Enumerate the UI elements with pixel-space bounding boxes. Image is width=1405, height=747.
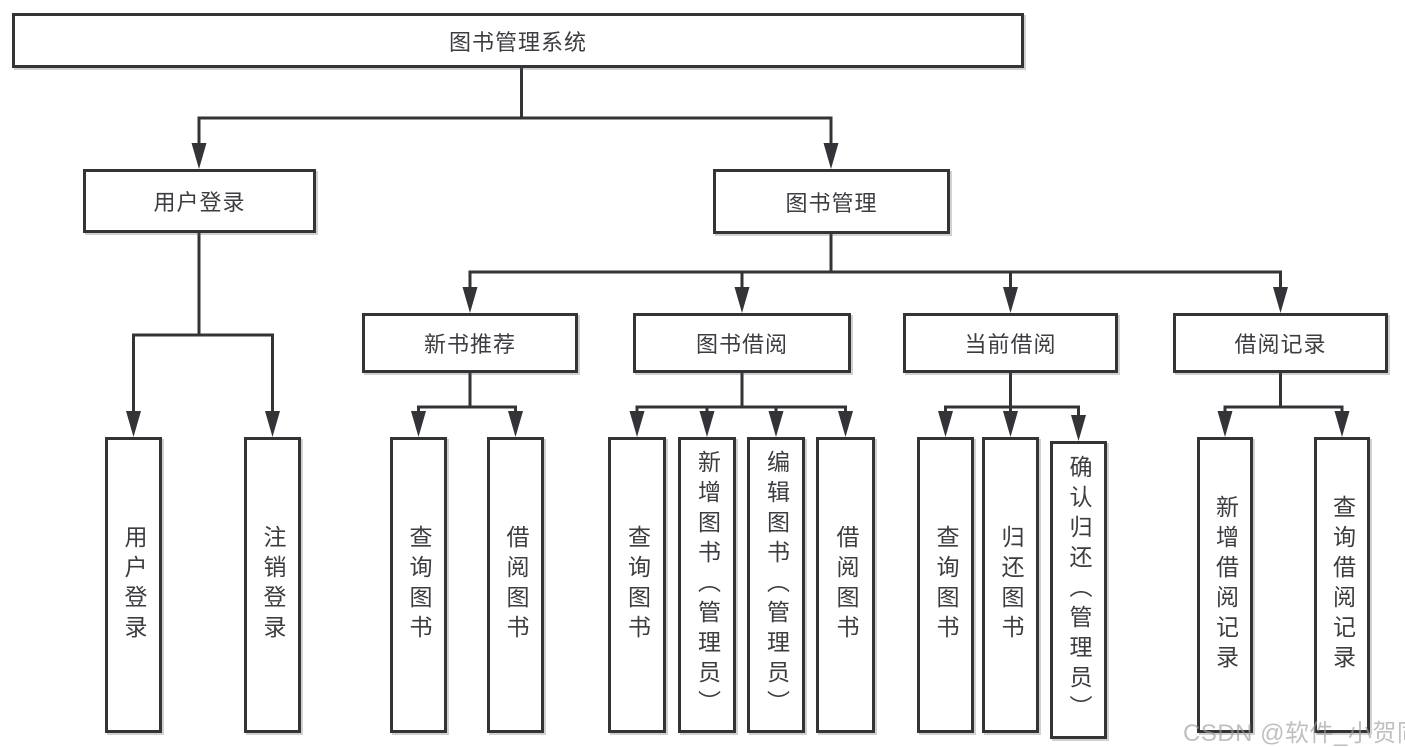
- leaf-recommend-borrow-books: 借阅图书: [487, 437, 544, 733]
- leaf-label: 归还图书: [998, 525, 1024, 645]
- node-label: 图书借阅: [695, 332, 788, 357]
- connector-root-split: [197, 64, 833, 148]
- leaf-borrow-query-books: 查询图书: [608, 437, 666, 733]
- leaf-borrow-borrow-books: 借阅图书: [816, 437, 875, 733]
- arrowhead: [1003, 287, 1018, 313]
- leaf-current-confirm-return-admin: 确认归还（管理员）: [1050, 441, 1107, 739]
- arrowhead: [1217, 411, 1233, 437]
- connector-bor-split: [635, 369, 847, 415]
- leaf-recommend-query-books: 查询图书: [390, 437, 447, 733]
- connector-user-split: [132, 229, 274, 415]
- leaf-current-query-books: 查询图书: [917, 437, 974, 733]
- node-label: 当前借阅: [964, 332, 1057, 357]
- leaf-current-return-books: 归还图书: [982, 437, 1039, 733]
- arrowhead: [265, 411, 280, 437]
- connector-hist-split: [1223, 369, 1344, 415]
- leaf-borrow-add-books-admin: 新增图书（管理员）: [678, 437, 736, 733]
- leaf-label: 查询图书: [624, 525, 651, 645]
- leaf-records-query-borrow-record: 查询借阅记录: [1314, 437, 1370, 733]
- leaf-label: 注销登录: [260, 525, 286, 645]
- arrowhead: [938, 411, 953, 437]
- arrowhead: [838, 411, 853, 437]
- arrowhead: [191, 143, 207, 169]
- node-label: 图书管理系统: [448, 29, 587, 55]
- node-book-borrow: 图书借阅: [633, 313, 851, 373]
- connector-mgmt-split: [468, 230, 1282, 291]
- node-root-system: 图书管理系统: [12, 13, 1024, 68]
- arrowhead: [411, 411, 426, 437]
- leaf-label: 新增图书（管理员）: [694, 450, 721, 720]
- node-label: 新书推荐: [423, 332, 516, 357]
- arrowhead: [1273, 287, 1288, 313]
- leaf-label: 用户登录: [121, 525, 147, 645]
- node-label: 用户登录: [153, 190, 246, 215]
- arrowhead: [1003, 411, 1018, 437]
- leaf-label: 编辑图书（管理员）: [763, 450, 790, 720]
- leaf-label: 借阅图书: [503, 525, 529, 645]
- node-label: 借阅记录: [1234, 332, 1327, 357]
- arrowhead: [126, 411, 141, 437]
- arrowhead: [1334, 411, 1350, 437]
- arrowhead: [629, 411, 645, 437]
- node-new-book-recommend: 新书推荐: [362, 313, 578, 373]
- arrowhead: [823, 143, 839, 169]
- node-borrow-records: 借阅记录: [1173, 313, 1388, 373]
- leaf-user-logout: 注销登录: [244, 437, 301, 733]
- node-label: 图书管理: [785, 190, 878, 216]
- arrowhead: [1071, 415, 1086, 441]
- connector-rec-split: [417, 369, 517, 415]
- arrowhead: [699, 411, 715, 437]
- arrowhead: [462, 287, 478, 313]
- arrowhead: [508, 411, 523, 437]
- leaf-label: 确认归还（管理员）: [1066, 455, 1092, 725]
- leaf-label: 查询图书: [933, 525, 959, 645]
- leaf-user-login: 用户登录: [105, 437, 162, 733]
- arrowhead: [734, 287, 750, 313]
- arrowhead: [768, 411, 784, 437]
- leaf-label: 借阅图书: [833, 525, 859, 645]
- connector-cur-split: [944, 369, 1080, 419]
- csdn-watermark: CSDN @软件_小贺同学: [1183, 720, 1405, 747]
- node-user-login-module: 用户登录: [83, 169, 316, 233]
- node-current-borrow: 当前借阅: [903, 313, 1118, 373]
- node-book-management-module: 图书管理: [713, 169, 950, 234]
- leaf-label: 新增借阅记录: [1212, 495, 1239, 675]
- leaf-borrow-edit-books-admin: 编辑图书（管理员）: [747, 437, 805, 733]
- leaf-records-add-borrow-record: 新增借阅记录: [1197, 437, 1253, 733]
- leaf-label: 查询图书: [406, 525, 432, 645]
- leaf-label: 查询借阅记录: [1329, 495, 1356, 675]
